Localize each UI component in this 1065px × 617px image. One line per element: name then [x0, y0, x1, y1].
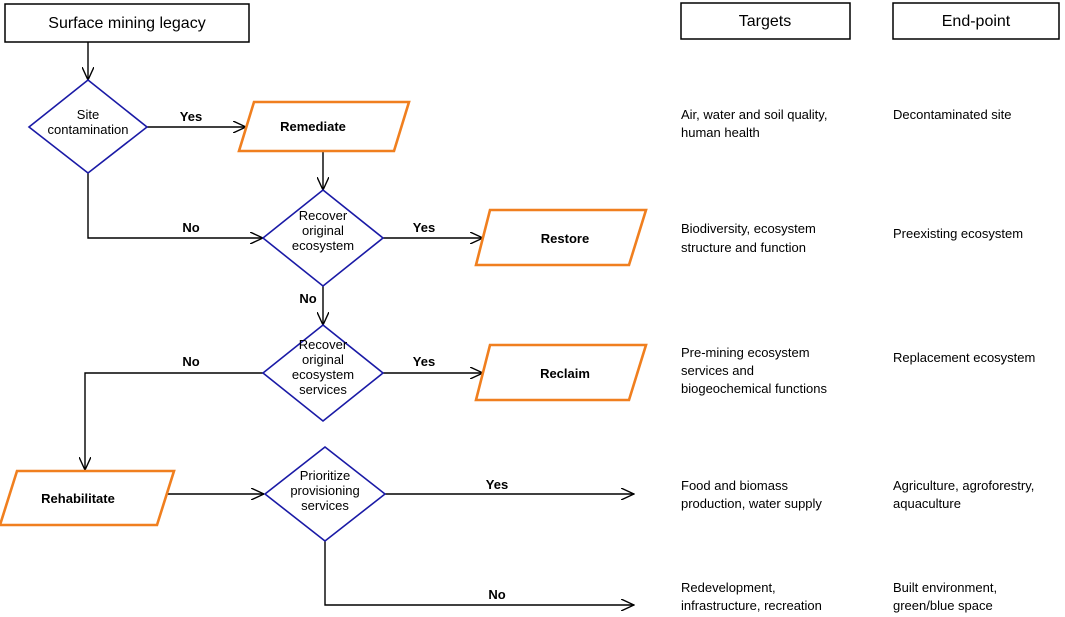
target-row2-line: structure and function	[681, 240, 806, 255]
endpoints-column: Decontaminated site Preexisting ecosyste…	[893, 107, 1035, 613]
target-row1-line: Air, water and soil quality,	[681, 107, 827, 122]
action-reclaim: Reclaim	[474, 343, 648, 402]
title-node: Surface mining legacy	[4, 3, 250, 43]
edge-contamination-no	[87, 173, 263, 238]
edge-label-yes: Yes	[413, 220, 435, 235]
target-row4-line: production, water supply	[681, 496, 822, 511]
edge-labels: Yes No Yes No Yes No Yes No	[180, 109, 508, 602]
decision-label-line: Recover	[299, 337, 348, 352]
decision-label-line: Recover	[299, 208, 348, 223]
decision-label-line: services	[299, 382, 347, 397]
edge-label-no: No	[488, 587, 505, 602]
action-remediate: Remediate	[237, 100, 411, 153]
target-row2-line: Biodiversity, ecosystem	[681, 221, 816, 236]
decision-label-line: ecosystem	[292, 367, 354, 382]
targets-header-text: Targets	[739, 13, 791, 30]
target-row3-line: services and	[681, 363, 754, 378]
endpoint-row5-line: green/blue space	[893, 598, 993, 613]
endpoint-row4-line: aquaculture	[893, 496, 961, 511]
decision-label-line: provisioning	[290, 483, 359, 498]
target-row5-line: Redevelopment,	[681, 580, 776, 595]
edge-label-yes: Yes	[180, 109, 202, 124]
decision-label-line: contamination	[48, 122, 129, 137]
decision-label-line: services	[301, 498, 349, 513]
action-rehabilitate: Rehabilitate	[0, 469, 176, 527]
endpoint-row5-line: Built environment,	[893, 580, 997, 595]
endpoint-row1-line: Decontaminated site	[893, 107, 1012, 122]
decision-label-line: Site	[77, 107, 99, 122]
endpoint-row2-line: Preexisting ecosystem	[893, 226, 1023, 241]
decision-recover-ecosystem: Recover original ecosystem	[261, 188, 385, 288]
title-text: Surface mining legacy	[48, 15, 205, 32]
decision-label-line: original	[302, 352, 344, 367]
edge-prioritize-no	[324, 541, 634, 605]
edge-label-no: No	[299, 291, 316, 306]
targets-column: Air, water and soil quality, human healt…	[681, 107, 827, 613]
decision-recover-services: Recover original ecosystem services	[261, 323, 385, 423]
action-restore: Restore	[474, 208, 648, 267]
edge-label-yes: Yes	[413, 354, 435, 369]
endpoint-row4-line: Agriculture, agroforestry,	[893, 478, 1034, 493]
action-label: Reclaim	[540, 366, 590, 381]
edge-label-no: No	[182, 354, 199, 369]
edge-label-no: No	[182, 220, 199, 235]
action-label: Rehabilitate	[41, 491, 115, 506]
action-label: Remediate	[280, 119, 346, 134]
target-row3-line: biogeochemical functions	[681, 381, 827, 396]
decision-label-line: original	[302, 223, 344, 238]
decision-label-line: Prioritize	[300, 468, 351, 483]
endpoint-header: End-point	[892, 2, 1060, 40]
decision-label-line: ecosystem	[292, 238, 354, 253]
targets-header: Targets	[680, 2, 851, 40]
action-label: Restore	[541, 231, 589, 246]
edge-label-yes: Yes	[486, 477, 508, 492]
target-row5-line: infrastructure, recreation	[681, 598, 822, 613]
endpoint-header-text: End-point	[942, 13, 1011, 30]
connectors	[85, 42, 634, 605]
decision-prioritize-provisioning: Prioritize provisioning services	[263, 445, 387, 543]
decision-site-contamination: Site contamination	[27, 78, 149, 175]
target-row3-line: Pre-mining ecosystem	[681, 345, 810, 360]
endpoint-row3-line: Replacement ecosystem	[893, 350, 1035, 365]
target-row4-line: Food and biomass	[681, 478, 788, 493]
target-row1-line: human health	[681, 125, 760, 140]
edge-services-no	[85, 372, 263, 470]
